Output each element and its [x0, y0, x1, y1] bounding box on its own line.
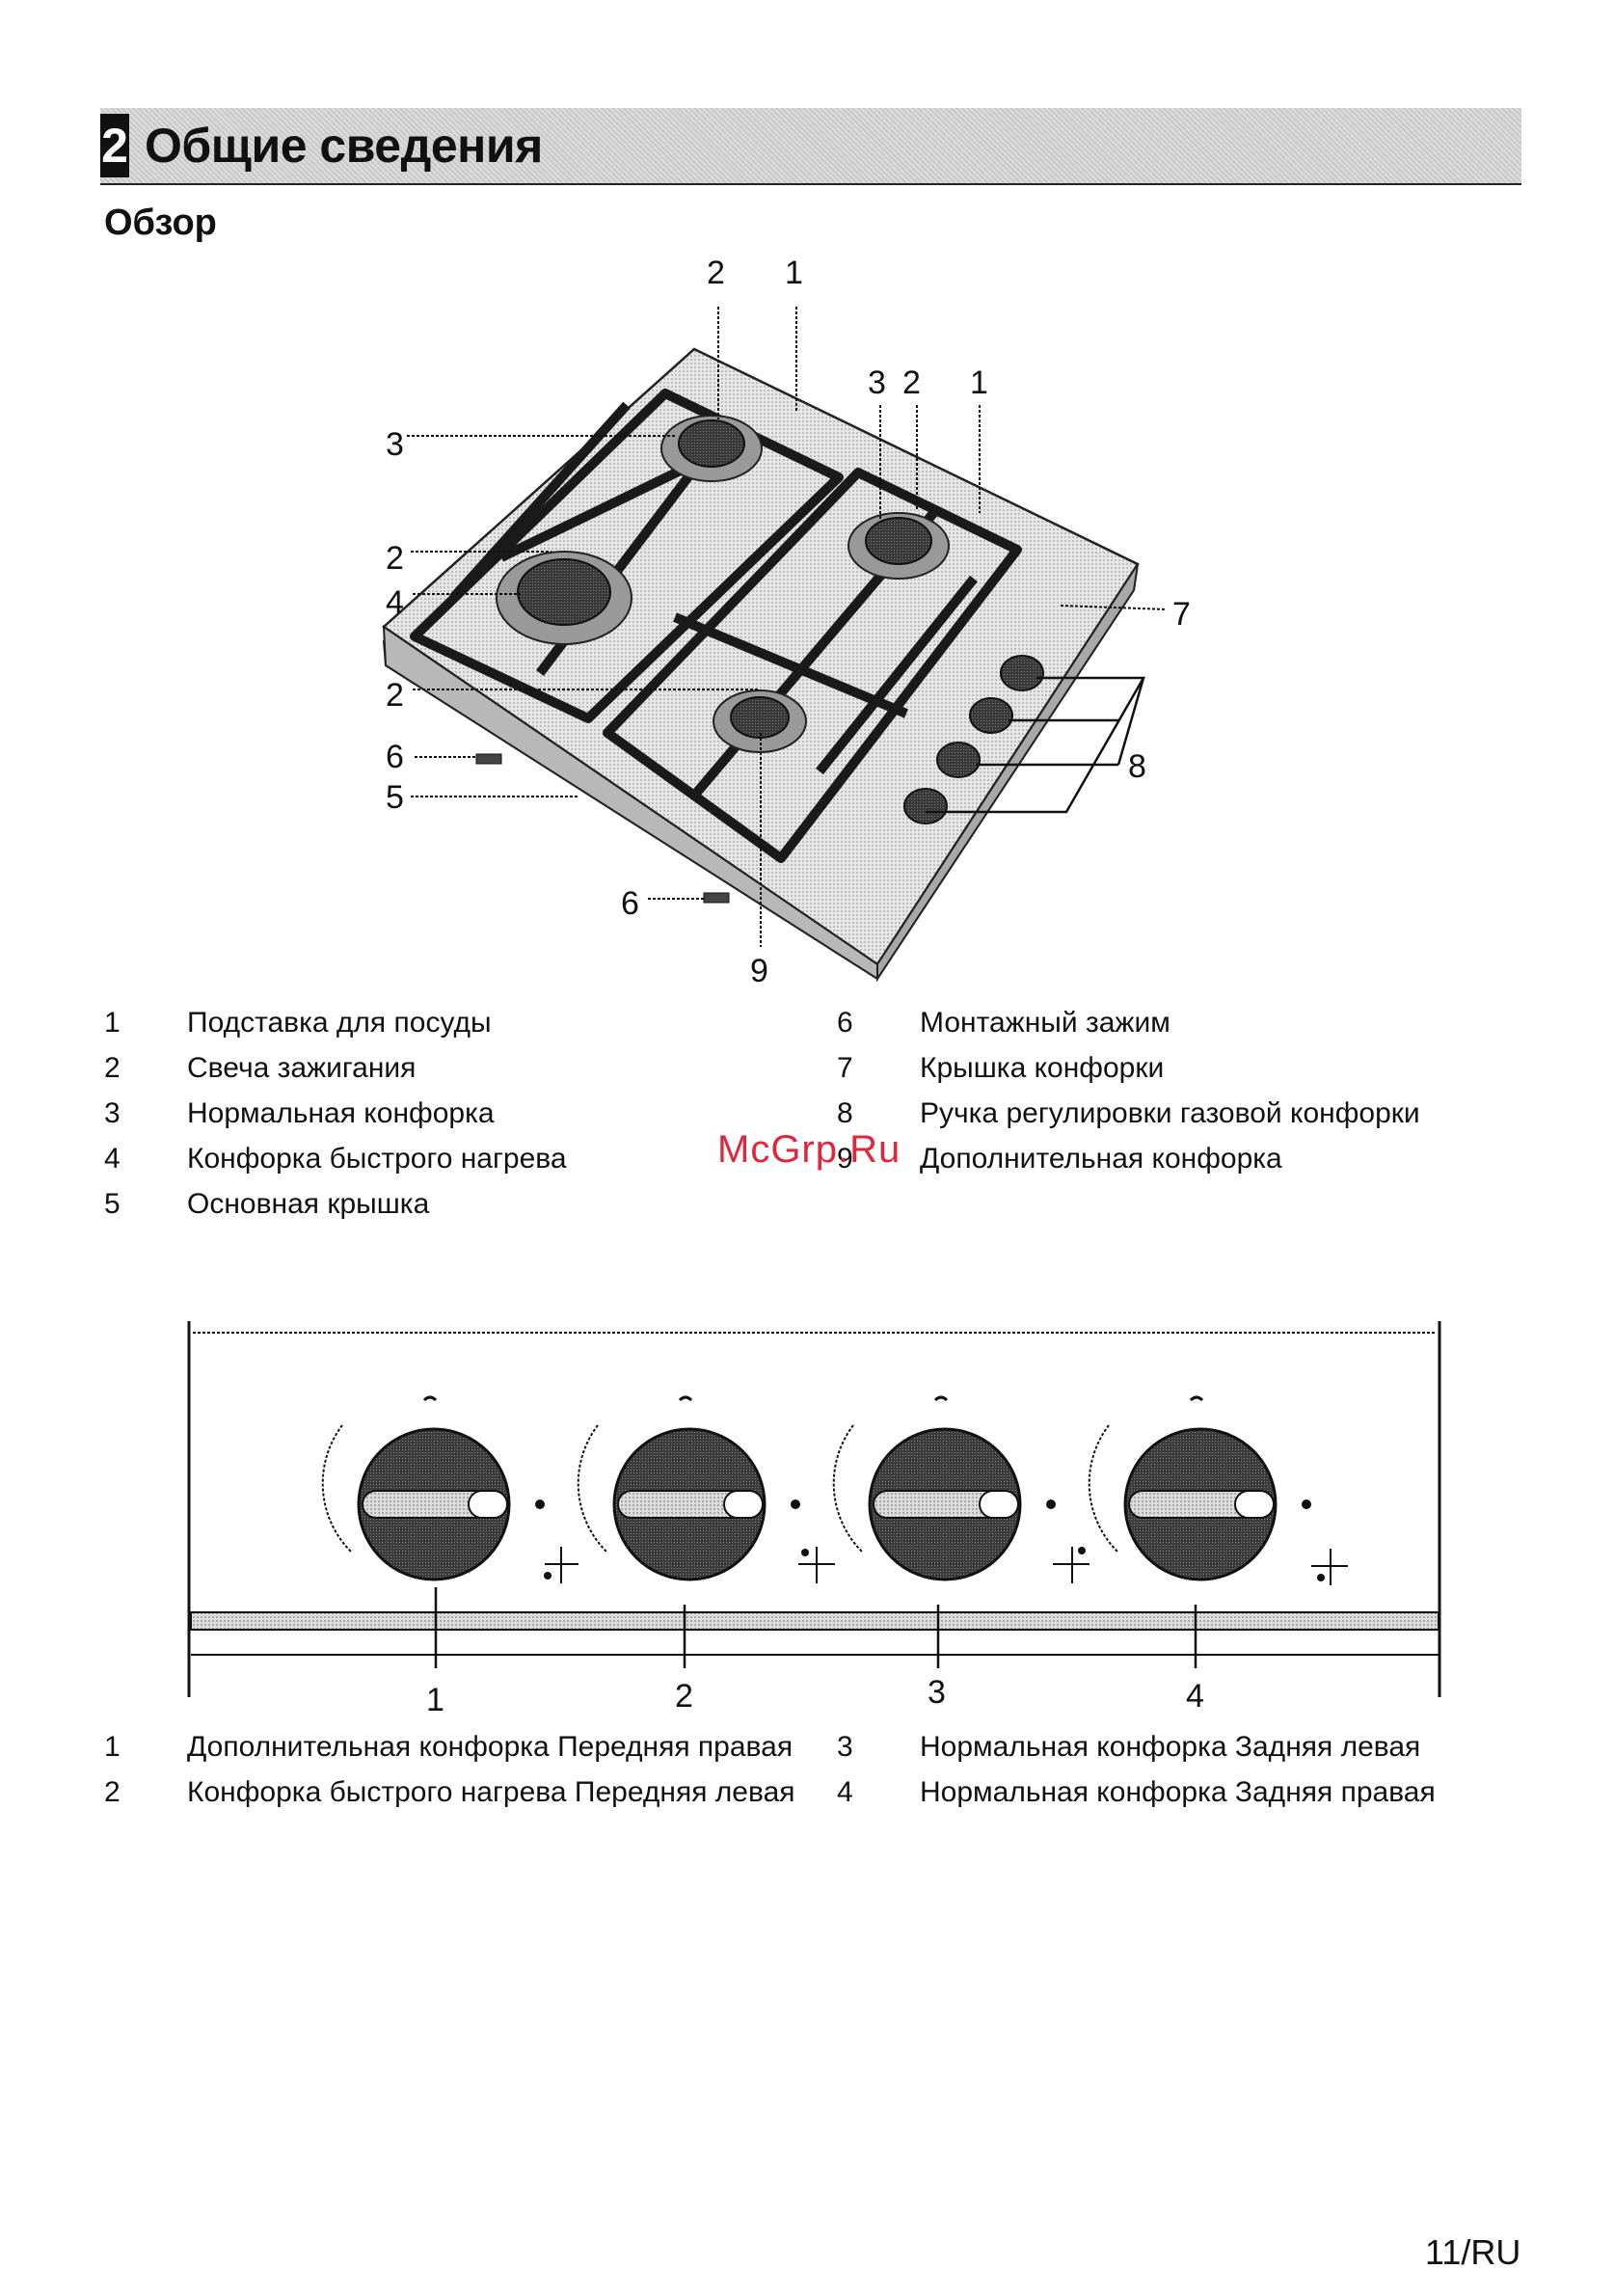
- callout-3: 3: [868, 365, 886, 401]
- callout-2: 2: [707, 255, 725, 291]
- burner-rear-left: [660, 415, 763, 482]
- callout-2: 2: [902, 365, 921, 401]
- legend-text: Конфорка быстрого нагрева Передняя левая: [187, 1776, 795, 1808]
- subheading: Обзор: [104, 203, 217, 243]
- section-header-bar: [100, 108, 1521, 185]
- callout-9: 9: [750, 953, 768, 989]
- callout-1: 1: [970, 365, 988, 401]
- legend-number: 2: [104, 1052, 121, 1084]
- legend-text: Свеча зажигания: [187, 1052, 417, 1084]
- knob-legend: 1 Дополнительная конфорка Передняя права…: [104, 1724, 1454, 1821]
- knob-panel-illustration: 1 2 3 4: [187, 1321, 1441, 1716]
- burner-rear-right: [847, 512, 950, 580]
- hob-leader-lines: [407, 307, 1168, 947]
- knob-callout-1: 1: [426, 1682, 444, 1716]
- legend-text: Нормальная конфорка Задняя левая: [920, 1731, 1421, 1763]
- control-knob: [1088, 1395, 1348, 1585]
- legend-text: Ручка регулировки газовой конфорки: [920, 1097, 1420, 1129]
- burner-front-left: [496, 551, 632, 645]
- legend-text: Подставка для посуды: [187, 1007, 492, 1039]
- callout-2: 2: [386, 540, 404, 577]
- legend-number: 2: [104, 1776, 121, 1808]
- callout-2: 2: [386, 677, 404, 714]
- legend-number: 4: [104, 1143, 121, 1175]
- legend-text: Дополнительная конфорка Передняя правая: [187, 1731, 794, 1763]
- legend-number: 5: [104, 1188, 121, 1220]
- knob-callout-2: 2: [675, 1678, 693, 1715]
- control-knob: [832, 1395, 1089, 1583]
- page-number: 11/RU: [1425, 2232, 1521, 2272]
- knob-callout-3: 3: [928, 1674, 946, 1711]
- knob-callout-4: 4: [1186, 1678, 1204, 1715]
- legend-number: 9: [837, 1143, 853, 1175]
- legend-number: 7: [837, 1052, 853, 1084]
- legend-number: 1: [104, 1731, 121, 1763]
- callout-7: 7: [1172, 596, 1191, 633]
- section-title: Общие сведения: [145, 119, 543, 173]
- panel-frame: [187, 1321, 1441, 1697]
- callout-6: 6: [621, 885, 639, 922]
- legend-number: 4: [837, 1776, 853, 1808]
- watermark: McGrp.Ru: [717, 1128, 901, 1171]
- legend-number: 3: [837, 1731, 853, 1763]
- legend-number: 6: [837, 1007, 853, 1039]
- callout-3: 3: [386, 426, 404, 463]
- legend-number: 3: [104, 1097, 121, 1129]
- knob-leader-lines: [434, 1587, 1197, 1668]
- callout-4: 4: [386, 584, 404, 621]
- legend-number: 8: [837, 1097, 853, 1129]
- legend-text: Крышка конфорки: [920, 1052, 1165, 1084]
- legend-text: Дополнительная конфорка: [920, 1143, 1282, 1175]
- callout-6: 6: [386, 739, 404, 775]
- legend-text: Нормальная конфорка Задняя правая: [920, 1776, 1436, 1808]
- callout-5: 5: [386, 779, 404, 816]
- hob-illustration: 2 1 3 2 1 3 2 4 7 2 8 6 5 6 9: [381, 255, 1191, 989]
- callout-8: 8: [1128, 748, 1146, 785]
- callout-1: 1: [785, 255, 803, 291]
- legend-number: 1: [104, 1007, 121, 1039]
- knob-bracket-lines: [926, 676, 1146, 814]
- control-knob: [321, 1395, 578, 1583]
- parts-legend: 1 Подставка для посуды 2 Свеча зажигания…: [104, 1000, 1454, 1231]
- legend-text: Нормальная конфорка: [187, 1097, 495, 1129]
- legend-text: Монтажный зажим: [920, 1007, 1170, 1039]
- hob-control-knobs: [903, 655, 1044, 824]
- legend-text: Конфорка быстрого нагрева: [187, 1143, 567, 1175]
- section-number: 2: [100, 114, 129, 177]
- control-knob: [577, 1395, 835, 1583]
- legend-text: Основная крышка: [187, 1188, 430, 1220]
